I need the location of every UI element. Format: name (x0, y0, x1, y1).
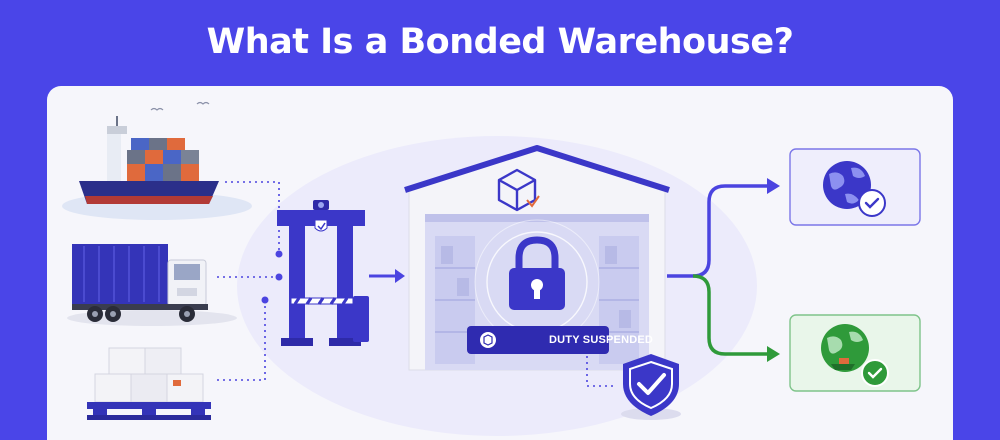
release-destination-card (789, 314, 921, 392)
connector-line (225, 181, 280, 254)
diagram-card: DUTY SUSPENDED (47, 86, 953, 440)
duty-suspended-badge (467, 326, 609, 354)
release-arrow (692, 274, 780, 362)
connector-dot (275, 250, 283, 258)
globe-check-icon (823, 161, 886, 217)
bird-icon (150, 107, 164, 111)
page-title: What Is a Bonded Warehouse? (206, 22, 794, 62)
arrow-right-icon (369, 269, 405, 283)
duty-suspended-label: DUTY SUSPENDED (549, 334, 654, 346)
cargo-ship-icon (62, 116, 252, 220)
connector-dot (275, 273, 283, 281)
connector-dot (261, 296, 269, 304)
truck-icon (67, 244, 237, 326)
connector-line (217, 300, 266, 381)
globe-ship-check-icon (821, 324, 889, 387)
diagram-canvas (62, 101, 921, 436)
pallet-boxes-icon (87, 347, 211, 420)
customs-gate-icon (277, 200, 369, 346)
shield-check-icon (621, 354, 681, 420)
export-destination-card (789, 148, 921, 226)
bird-icon (196, 101, 210, 105)
connector-line (586, 356, 613, 387)
